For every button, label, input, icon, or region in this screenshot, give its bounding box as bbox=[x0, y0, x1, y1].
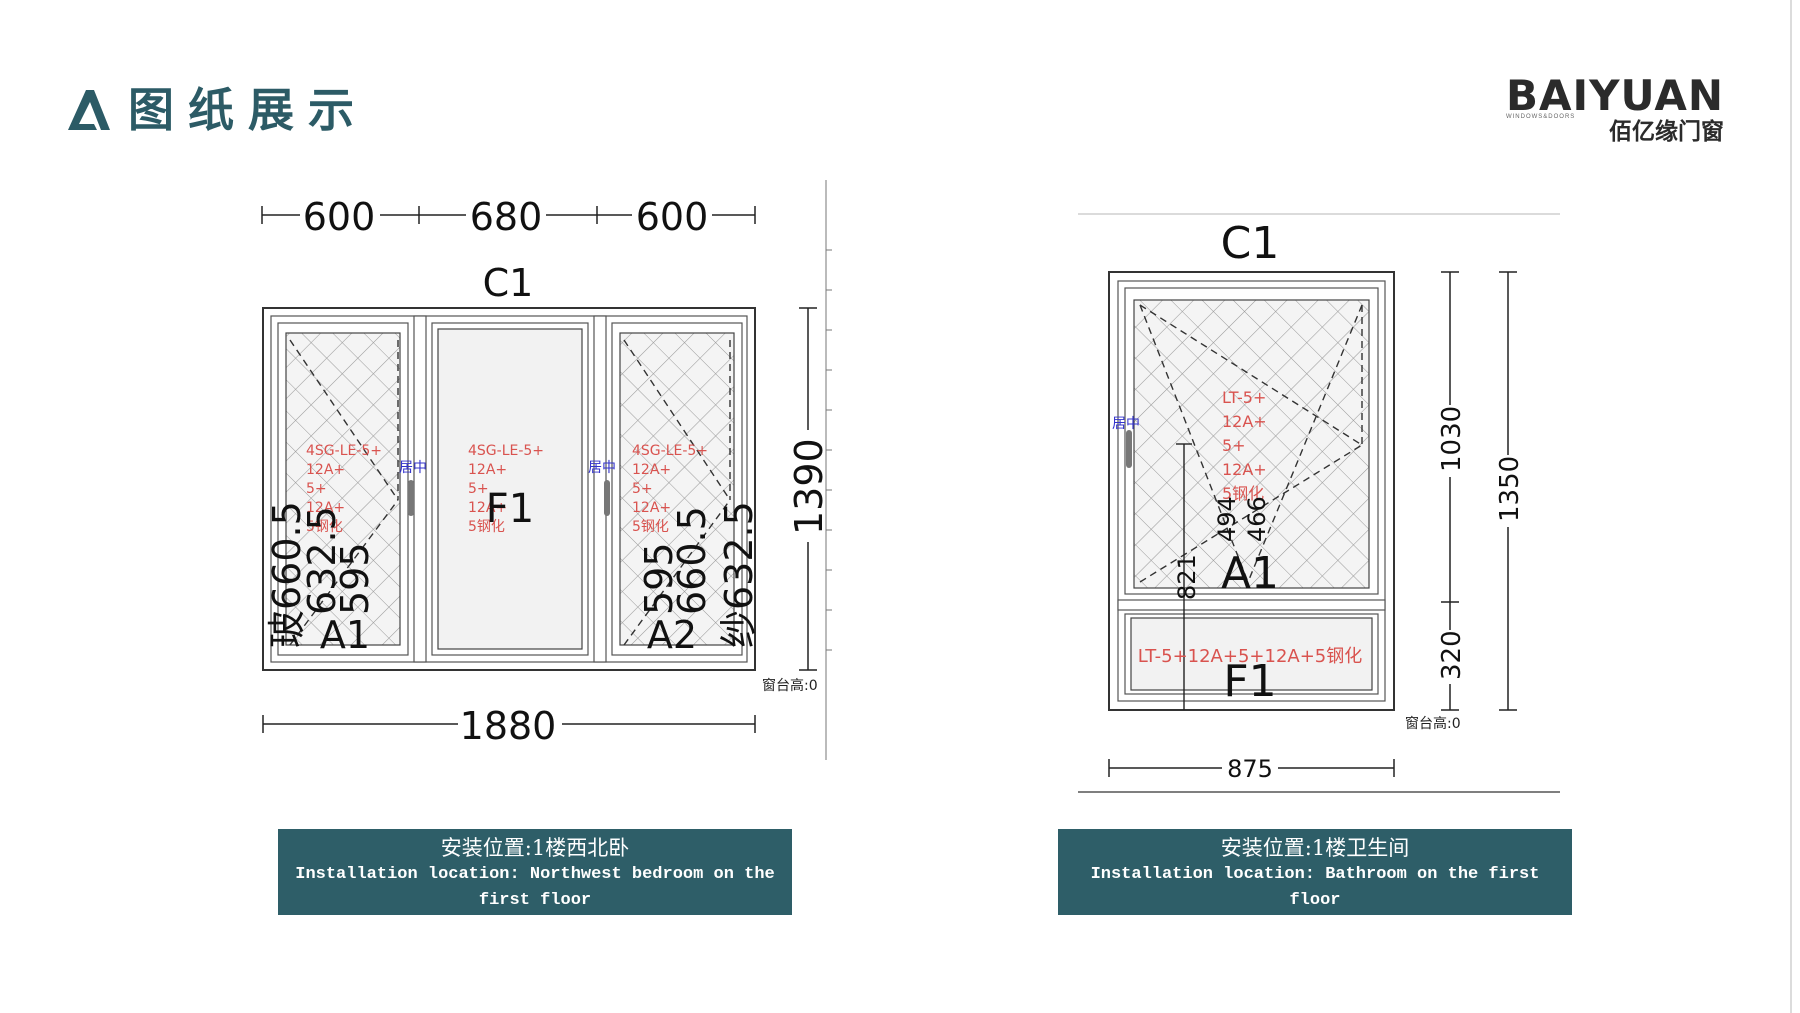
right-glass-spec-1: 4SG-LE-5+12A+5+12A+5钢化 bbox=[632, 443, 708, 535]
right-sash-dim-2: 660.5 bbox=[670, 506, 714, 615]
right-handle-icon bbox=[604, 480, 610, 516]
page-edge-divider bbox=[1790, 0, 1792, 1013]
brand-sub: WINDOWS&DOORS bbox=[1505, 114, 1576, 120]
left-handle-label-2: 居中 bbox=[588, 460, 616, 476]
left-sash-dim-3: 595 bbox=[333, 542, 377, 615]
right-total-dim: 1350 bbox=[1495, 456, 1525, 522]
left-height-dim: 1390 bbox=[787, 438, 831, 535]
page-title: 图纸展示 bbox=[128, 83, 368, 137]
right-glass-spec: LT-5+12A+5+12A+5钢化 bbox=[1222, 388, 1267, 503]
left-bottom-dim: 1880 bbox=[460, 704, 557, 748]
left-window-drawing: 600 680 600 C1 居中 居中 bbox=[261, 180, 834, 760]
right-width-dim: 875 bbox=[1227, 755, 1273, 783]
left-top-dim-2: 680 bbox=[470, 195, 543, 239]
right-sash-dim-1: 595 bbox=[637, 542, 681, 615]
caption-left: 安装位置:1楼西北卧 Installation location: Northw… bbox=[278, 829, 792, 915]
caption-left-en: Installation location: Northwest bedroom… bbox=[295, 865, 775, 910]
right-sash-label-a1: A1 bbox=[1221, 548, 1279, 599]
center-glass-spec: 4SG-LE-5+12A+5+12A+5钢化 bbox=[468, 443, 544, 535]
left-handle-icon bbox=[408, 480, 414, 516]
left-sash-label-a1: A1 bbox=[320, 613, 370, 657]
left-sash-dim-1: 玻660.5 bbox=[265, 501, 309, 648]
right-window-handle-icon bbox=[1126, 430, 1132, 468]
caption-right-en: Installation location: Bathroom on the f… bbox=[1090, 865, 1540, 910]
right-sill-label: 窗台高:0 bbox=[1405, 715, 1461, 732]
right-window-drawing: C1 居中 LT-5+12A+5+12A+5钢化 821 4 bbox=[1078, 213, 1560, 793]
brand-logo: BAIYUAN WINDOWS&DOORS 佰亿缘门窗 bbox=[1506, 74, 1724, 146]
left-window-code: C1 bbox=[483, 261, 534, 305]
brand-cn: 佰亿缘门窗 bbox=[1609, 119, 1724, 145]
caption-right-cn: 安装位置:1楼卫生间 bbox=[1220, 836, 1410, 860]
caption-left-cn: 安装位置:1楼西北卧 bbox=[440, 836, 630, 860]
logo-mark-icon bbox=[68, 90, 110, 130]
right-inner-dim-3: 821 bbox=[1173, 554, 1201, 600]
caption-right: 安装位置:1楼卫生间 Installation location: Bathro… bbox=[1058, 829, 1572, 915]
right-inner-dim-1: 494 bbox=[1213, 496, 1241, 542]
left-glass-spec-1: 4SG-LE-5+12A+5+12A+5钢化 bbox=[306, 443, 382, 535]
right-window-code: C1 bbox=[1221, 218, 1280, 269]
right-lower-dim: 320 bbox=[1437, 630, 1467, 680]
left-sash-label-a2: A2 bbox=[647, 613, 697, 657]
right-sash-label-f1: F1 bbox=[1223, 656, 1276, 707]
right-sash-dim-3: 纱632.5 bbox=[717, 501, 761, 648]
left-sash-dim-2: 632.5 bbox=[300, 506, 344, 615]
left-handle-label-1: 居中 bbox=[399, 460, 427, 476]
right-inner-dim-2: 466 bbox=[1243, 496, 1271, 542]
left-top-dim-1: 600 bbox=[303, 195, 376, 239]
left-top-dim-3: 600 bbox=[636, 195, 709, 239]
brand-name: BAIYUAN bbox=[1505, 71, 1724, 120]
left-sill-label: 窗台高:0 bbox=[762, 677, 818, 694]
right-handle-label: 居中 bbox=[1112, 416, 1140, 432]
right-upper-dim: 1030 bbox=[1437, 406, 1467, 472]
right-fixed-spec: LT-5+12A+5+12A+5钢化 bbox=[1138, 646, 1363, 667]
left-ruler bbox=[825, 180, 832, 760]
left-sash-label-f1: F1 bbox=[486, 486, 534, 532]
